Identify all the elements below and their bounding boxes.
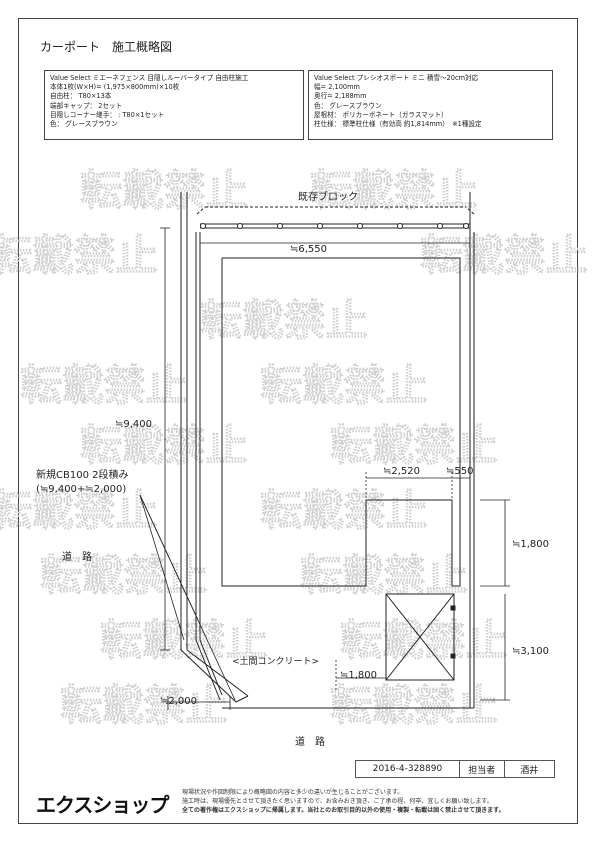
svg-text:転載禁止: 転載禁止 bbox=[260, 361, 428, 410]
spec-line: 本体1枚(W×H)= (1,975×800mm)×10枚 bbox=[50, 83, 180, 92]
earth-floor-label: <土間コンクリート> bbox=[232, 655, 319, 667]
dim-2000-label: ≒2,000 bbox=[160, 696, 197, 707]
spec-line: Value Select プレシオスポート ミニ 積雪～20cm対応 bbox=[314, 74, 479, 82]
road-left-label: 道 路 bbox=[62, 550, 92, 563]
drawing-frame bbox=[18, 18, 578, 824]
note-line: 現場状況や作図制限により概略図の内容と多少の違いが生じることがございます。 bbox=[182, 789, 404, 796]
fence-line bbox=[200, 192, 471, 232]
svg-text:転載禁止: 転載禁止 bbox=[60, 681, 228, 730]
fence-spec-box: Value Select ミエーネフェンス 目隠しルーバータイプ 自由柱施工 本… bbox=[44, 70, 304, 140]
dimension-lines bbox=[139, 227, 510, 710]
spec-line: 色： グレースブラウン bbox=[314, 101, 382, 110]
road-bottom-label: 道 路 bbox=[295, 735, 325, 748]
svg-text:転載禁止: 転載禁止 bbox=[0, 231, 158, 280]
svg-text:転載禁止: 転載禁止 bbox=[260, 486, 428, 535]
note-line: 全ての著作権はエクスショップに帰属します。当社とのお取引目的以外の使用・複製・転… bbox=[182, 807, 505, 814]
dim-width-label: ≒6,550 bbox=[290, 244, 327, 255]
dim-depth-label: ≒9,400 bbox=[115, 419, 152, 430]
watermark: 転載禁止 転載禁止 転載禁止 転載禁止 転載禁止 転載禁止 転載禁止 転載禁止 … bbox=[0, 165, 589, 730]
company-logo: エクスショップ bbox=[36, 793, 169, 817]
svg-text:転載禁止: 転載禁止 bbox=[80, 421, 248, 470]
title-block: 2016-4-328890 担当者 酒井 bbox=[355, 760, 555, 778]
svg-text:転載禁止: 転載禁止 bbox=[420, 231, 588, 280]
note-line: 施工時は、現場優先とさせて頂きたく思いますので、お含みおき頂き、ご了承の程、何卒… bbox=[182, 798, 493, 805]
svg-text:転載禁止: 転載禁止 bbox=[340, 616, 508, 665]
spec-line: 端部キャップ： 2セット bbox=[50, 101, 123, 110]
svg-text:転載禁止: 転載禁止 bbox=[80, 166, 248, 215]
svg-text:転載禁止: 転載禁止 bbox=[330, 681, 498, 730]
spec-line: 自由柱： T80×13本 bbox=[50, 92, 112, 101]
spec-line: Value Select ミエーネフェンス 目隠しルーバータイプ 自由柱施工 bbox=[50, 74, 249, 82]
spec-line: 柱仕様： 標準柱仕様（有効高 約1,814mm） ※1種設定 bbox=[314, 120, 482, 129]
page-title: カーポート 施工概略図 bbox=[40, 40, 173, 54]
person-role-label: 担当者 bbox=[460, 761, 505, 777]
dim-2520-label: ≒2,520 bbox=[383, 466, 420, 477]
cb-wall bbox=[180, 192, 475, 709]
svg-text:転載禁止: 転載禁止 bbox=[310, 166, 478, 215]
new-cb-sublabel: (≒9,400+≒2,000) bbox=[36, 484, 126, 495]
spec-line: 屋根材： ポリカーボネート（ガラスマット） bbox=[314, 110, 448, 119]
new-cb-label: 新規CB100 2段積み bbox=[36, 468, 128, 481]
spec-line: 幅= 2,100mm bbox=[314, 83, 360, 92]
person-name: 酒井 bbox=[520, 765, 539, 776]
dim-3100-label: ≒3,100 bbox=[512, 646, 549, 657]
svg-text:転載禁止: 転載禁止 bbox=[0, 486, 158, 535]
svg-text:転載禁止: 転載禁止 bbox=[20, 361, 188, 410]
svg-text:転載禁止: 転載禁止 bbox=[100, 616, 268, 665]
footer-notes: 現場状況や作図制限により概略図の内容と多少の違いが生じることがございます。 施工… bbox=[182, 788, 505, 815]
svg-text:転載禁止: 転載禁止 bbox=[200, 296, 368, 345]
carport-spec-box: Value Select プレシオスポート ミニ 積雪～20cm対応 幅= 2,… bbox=[308, 70, 553, 140]
dim-550-label: ≒550 bbox=[446, 466, 473, 477]
svg-text:転載禁止: 転載禁止 bbox=[40, 551, 208, 600]
spec-line: 色： グレースブラウン bbox=[50, 120, 118, 129]
carport-outline bbox=[385, 593, 456, 681]
house-outline bbox=[221, 257, 461, 587]
document-id: 2016-4-328890 bbox=[356, 761, 460, 777]
spec-line: 奥行= 2,188mm bbox=[314, 92, 367, 101]
dim-1800-right-label: ≒1,800 bbox=[512, 539, 549, 550]
existing-block-label: 既存ブロック bbox=[298, 190, 358, 203]
spec-line: 目隠しコーナー継手： : T80×1セット bbox=[50, 110, 165, 119]
dim-1800-bottom-label: ≒1,800 bbox=[340, 670, 377, 681]
svg-text:転載禁止: 転載禁止 bbox=[300, 551, 468, 600]
svg-text:転載禁止: 転載禁止 bbox=[330, 421, 498, 470]
